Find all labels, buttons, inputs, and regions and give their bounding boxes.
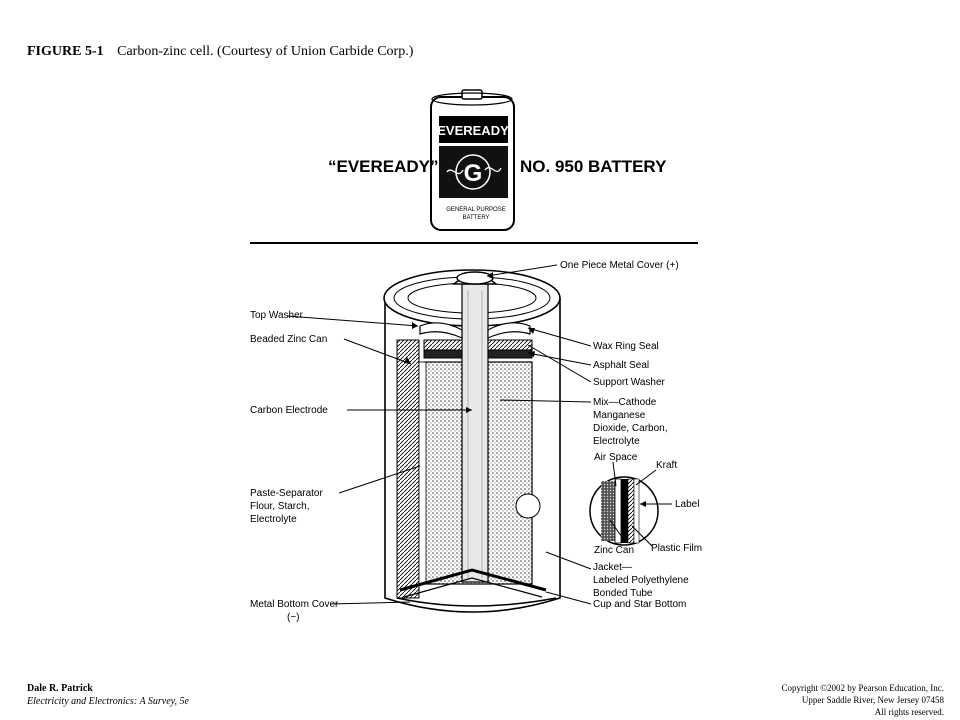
- label-beaded-zinc-can: Beaded Zinc Can: [250, 334, 327, 345]
- figure-caption: FIGURE 5-1 Carbon-zinc cell. (Courtesy o…: [27, 44, 413, 60]
- label-paste-separator-3: Electrolyte: [250, 514, 297, 525]
- copyright-line-2: Upper Saddle River, New Jersey 07458: [801, 695, 944, 705]
- label-asphalt-seal: Asphalt Seal: [593, 360, 649, 371]
- label-carbon-electrode: Carbon Electrode: [250, 405, 328, 416]
- footer-copyright: Copyright ©2002 by Pearson Education, In…: [781, 682, 944, 718]
- footer-book: Electricity and Electronics: A Survey, 5…: [27, 696, 189, 707]
- label-zinc-can: Zinc Can: [594, 545, 634, 556]
- footer-credits: Dale R. Patrick Electricity and Electron…: [27, 682, 189, 708]
- copyright-line-3: All rights reserved.: [874, 707, 944, 717]
- label-mix-cathode-1: Mix—Cathode: [593, 397, 657, 408]
- label-metal-bottom-1: Metal Bottom Cover: [250, 599, 339, 610]
- copyright-line-1: Copyright ©2002 by Pearson Education, In…: [781, 683, 944, 693]
- label-support-washer: Support Washer: [593, 377, 666, 388]
- label-jacket-2: Labeled Polyethylene: [593, 575, 689, 586]
- figure-title: Carbon-zinc cell. (Courtesy of Union Car…: [117, 44, 414, 59]
- label-jacket-3: Bonded Tube: [593, 588, 653, 599]
- leader-lines: [286, 264, 672, 605]
- label-jacket-1: Jacket—: [593, 562, 632, 573]
- label-mix-cathode-3: Dioxide, Carbon,: [593, 423, 667, 434]
- arrowheads: [404, 272, 646, 507]
- label-mix-cathode-2: Manganese: [593, 410, 646, 421]
- label-one-piece-cover: One Piece Metal Cover (+): [560, 260, 679, 271]
- battery-product-illustration: EVEREADY G GENERAL PURPOSE BATTERY: [430, 89, 515, 231]
- label-metal-bottom-2: (−): [287, 612, 300, 623]
- magnified-inset: [589, 476, 659, 546]
- figure-number: FIGURE 5-1: [27, 44, 104, 59]
- label-cup-star-bottom: Cup and Star Bottom: [593, 599, 686, 610]
- product-model: NO. 950 BATTERY: [520, 157, 667, 176]
- label-mix-cathode-4: Electrolyte: [593, 436, 640, 447]
- can-brand-text: EVEREADY: [437, 123, 509, 138]
- footer-author: Dale R. Patrick: [27, 683, 93, 694]
- label-label: Label: [675, 499, 699, 510]
- label-top-washer: Top Washer: [250, 310, 304, 321]
- can-general-purpose: GENERAL PURPOSE: [446, 207, 505, 213]
- label-paste-separator-1: Paste-Separator: [250, 488, 323, 499]
- cell-cutaway: [383, 269, 561, 613]
- product-brand: “EVEREADY”: [328, 157, 439, 176]
- can-battery-text: BATTERY: [462, 215, 489, 221]
- label-kraft: Kraft: [656, 460, 677, 471]
- can-logo-letter: G: [464, 160, 483, 187]
- label-paste-separator-2: Flour, Starch,: [250, 501, 309, 512]
- label-air-space: Air Space: [594, 452, 638, 463]
- label-plastic-film: Plastic Film: [651, 543, 702, 554]
- label-wax-ring-seal: Wax Ring Seal: [593, 341, 659, 352]
